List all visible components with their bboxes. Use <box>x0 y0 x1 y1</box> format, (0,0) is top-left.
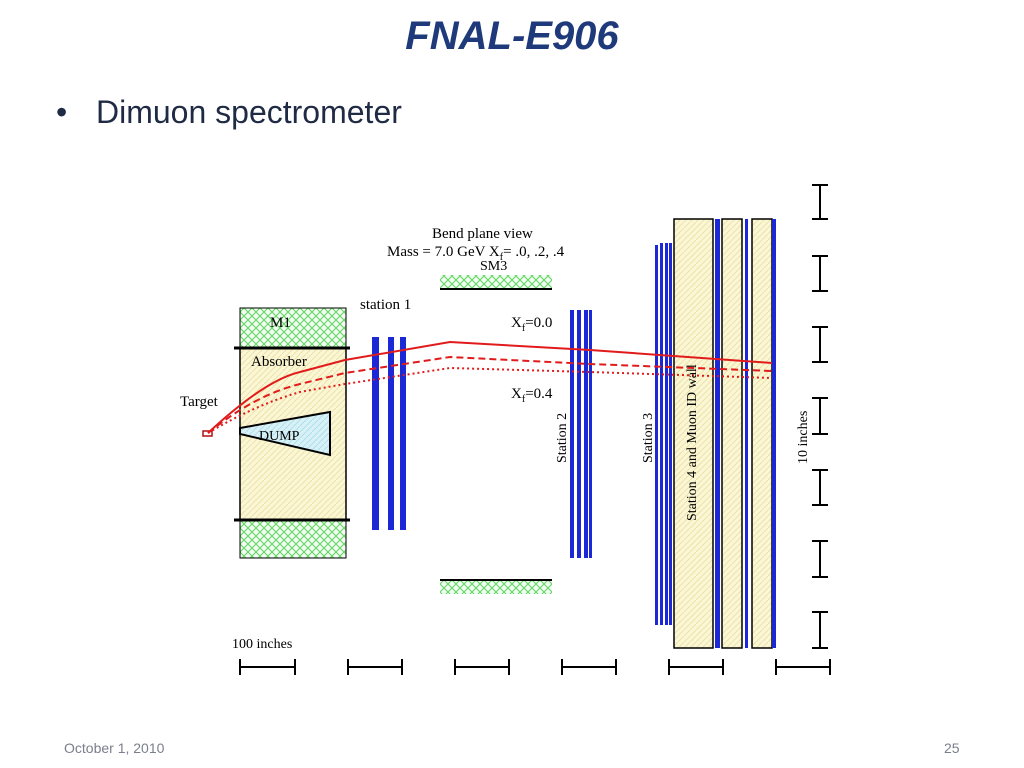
station2-planes <box>570 310 592 558</box>
m1-magnet-top <box>239 307 347 349</box>
track-xf-0.2 <box>207 355 773 434</box>
m1-magnet-bottom <box>239 519 347 559</box>
muon-id-wall-main <box>673 218 714 649</box>
sm3-magnet-bottom <box>440 580 552 594</box>
bullet-item: • Dimuon spectrometer <box>56 94 402 131</box>
station2-label: Station 2 <box>555 413 570 463</box>
station4-plane-a <box>715 219 720 648</box>
bullet-dot-icon: • <box>56 94 68 130</box>
sm3-label: SM3 <box>480 259 507 274</box>
station3-planes <box>655 243 672 625</box>
muon-id-wall-b <box>721 218 743 649</box>
station4-label: Station 4 and Muon ID wall <box>685 364 700 521</box>
footer-page-number: 25 <box>944 740 960 756</box>
muon-id-wall-c <box>751 218 773 649</box>
scale-y-label: 10 inches <box>796 411 811 464</box>
beam-dump <box>239 410 331 457</box>
station4-plane-c <box>772 219 776 648</box>
m1-label: M1 <box>270 315 291 331</box>
track-xf-0.0 <box>207 340 773 434</box>
slide-title: FNAL-E906 <box>405 14 619 58</box>
station4-plane-b <box>745 219 748 648</box>
sm3-magnet-top <box>440 275 552 289</box>
xf-0.4-label: Xf=0.4 <box>511 386 553 405</box>
footer-date: October 1, 2010 <box>64 740 165 756</box>
scale-y-bars <box>812 184 828 649</box>
target-marker <box>202 430 213 437</box>
station3-label: Station 3 <box>641 413 656 463</box>
station1-planes <box>372 337 406 530</box>
view-title: Bend plane view <box>432 226 533 242</box>
dump-label: DUMP <box>259 429 300 444</box>
scale-x-label: 100 inches <box>232 637 292 652</box>
target-label: Target <box>180 394 219 410</box>
mass-line: Mass = 7.0 GeV Xf= .0, .2, .4 <box>387 244 565 263</box>
station1-label: station 1 <box>360 297 411 313</box>
bullet-text: Dimuon spectrometer <box>96 94 402 130</box>
track-xf-0.4 <box>207 366 773 434</box>
scale-x-bars <box>239 659 831 675</box>
xf-0.0-label: Xf=0.0 <box>511 315 552 334</box>
absorber-label: Absorber <box>251 354 307 370</box>
